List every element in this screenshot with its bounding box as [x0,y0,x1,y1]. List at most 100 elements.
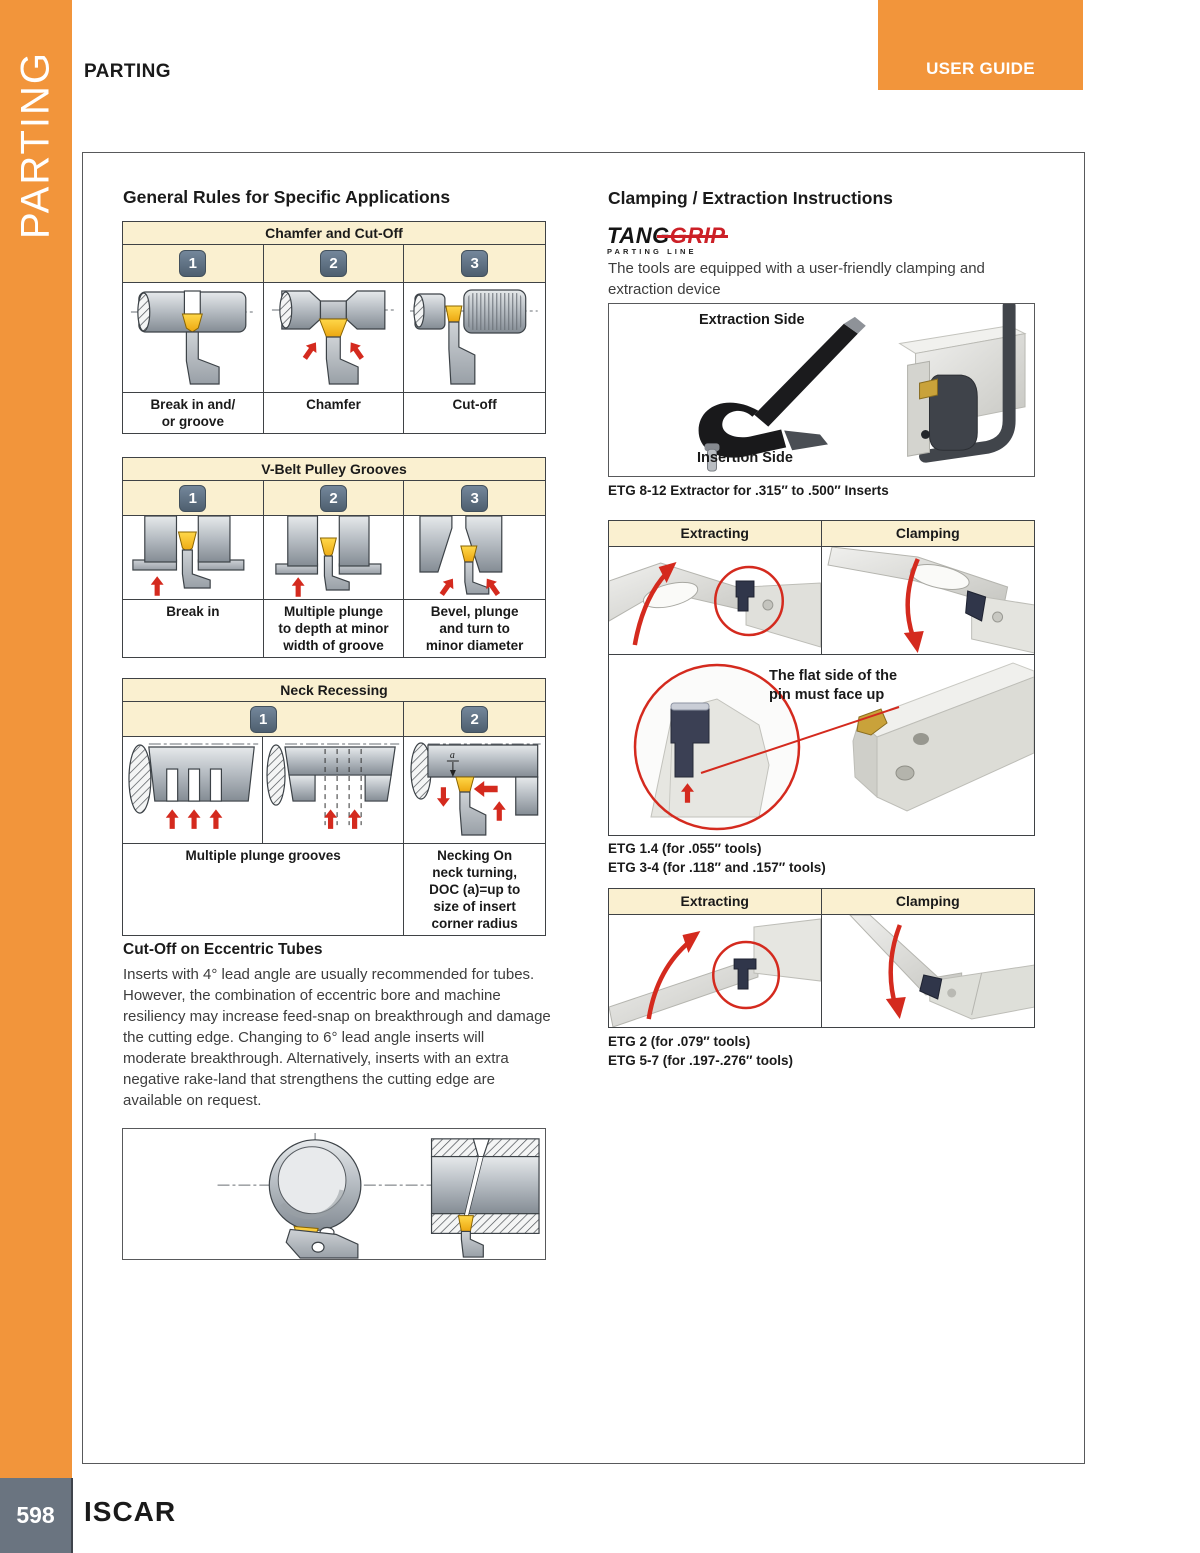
break-in-groove-illustration [130,290,255,385]
clamping-photo-small [826,547,1034,654]
clamping-intro: The tools are equipped with a user-frien… [608,260,985,298]
necking-illustration: a [410,742,542,836]
flat-pin-photo [633,662,1034,831]
extracting-photo [609,915,822,1027]
extracting-photo-small2 [609,918,821,1027]
caption: Multiple plunge to depth at minor width … [278,604,389,653]
table-column: 2 Multiple plunge to depth at minor widt… [263,481,405,657]
etg-caption: ETG 3-4 (for .118″ and .157″ tools) [608,860,826,875]
step-number-cell: 2 [263,245,404,283]
cut-off-illustration [410,289,539,385]
caption: Chamfer [306,397,361,412]
etg2-57-table: Extracting Clamping [608,888,1035,1028]
user-guide-badge: USER GUIDE [878,0,1083,90]
step-number-cell: 1 [123,702,404,737]
content-frame [82,152,1085,1464]
tang-grip-wordmark: TANGGRIP [607,223,726,248]
extracting-photo [609,547,822,654]
step-number-badge: 1 [249,705,277,733]
table-head: Extracting Clamping [609,889,1034,915]
etg14-34-table: Extracting Clamping [608,520,1035,836]
caption: Break in [166,604,220,619]
table-chamfer-cutoff: Chamfer and Cut-Off 1 Break in and/ or g… [122,221,546,434]
page-title: PARTING [84,61,171,82]
caption: Bevel, plunge and turn to minor diameter [425,604,524,653]
eccentric-tube-figure [122,1128,546,1260]
step-number-cell: 2 [404,702,545,737]
eccentric-tubes-body: Inserts with 4° lead angle are usually r… [123,966,551,1109]
logo-tang: TANG [607,223,670,248]
brand-logo: ISCAR [84,1496,177,1527]
plunge-grooves-illustration [128,743,259,829]
table-column: 3 Cut-off [404,245,545,433]
logo-grip: GRIP [669,223,726,248]
etg-caption: ETG 2 (for .079″ tools) [608,1034,751,1049]
etg-caption: ETG 1.4 (for .055″ tools) [608,841,762,856]
step-number-badge: 1 [179,250,207,277]
illustration-cell [404,283,545,393]
extracting-header: Extracting [609,521,822,546]
table-neck-recessing: Neck Recessing 1 [122,678,546,936]
caption: Cut-off [452,397,497,412]
caption: Break in and/ or groove [150,397,236,429]
illustration-cell: a [404,737,545,844]
illustration-cell [263,737,403,843]
insertion-side-label: Insertion Side [697,450,793,466]
table-column: 1 [123,702,405,935]
extractor-photo-box: Extraction Side Insertion Side [608,303,1035,477]
doc-dimension-label: a [450,750,455,761]
table-column: 1 Break in and/ or groove [123,245,264,433]
step-number-badge: 3 [461,484,489,512]
table-column: 2 Chamfer [263,245,405,433]
chamfer-illustration [271,290,396,385]
table-title: Chamfer and Cut-Off [123,222,545,245]
flat-pin-note: The flat side of the pin must face up [769,668,898,703]
clamping-header: Clamping [895,525,960,541]
step-number-cell: 1 [123,245,263,283]
page-number-box: 598 [0,1478,73,1553]
right-column-title: Clamping / Extraction Instructions [608,188,893,208]
step-number-badge: 2 [461,705,489,733]
extracting-photo-small [609,562,821,648]
caption: Multiple plunge grooves [185,848,341,863]
illustration-cell [123,283,263,393]
vbelt-plunge-illustration [274,516,382,597]
illustration-cell [123,737,264,844]
step-number-badge: 1 [179,484,207,512]
extracting-header: Extracting [609,889,822,914]
sidebar-section-label: PARTING [13,50,58,240]
clamping-photo [822,547,1034,654]
step-number-cell: 3 [404,245,545,283]
vbelt-bevel-illustration [419,516,504,599]
clamping-photo [822,915,1034,1027]
eccentric-tube-illustration [217,1132,540,1259]
step-number-cell: 1 [123,481,263,516]
illustration-cell [263,283,404,393]
table-head: Extracting Clamping [609,521,1034,547]
extraction-side-label: Extraction Side [699,312,805,328]
vbelt-break-in-illustration [132,516,245,596]
table-title: Neck Recessing [123,679,545,702]
table-title: V-Belt Pulley Grooves [123,458,545,481]
table-column: 2 a [404,702,545,935]
step-number-badge: 2 [319,250,347,277]
etg-caption: ETG 5-7 (for .197-.276″ tools) [608,1053,794,1068]
logo-subtitle: PARTING LINE [607,247,697,256]
eccentric-tubes-title: Cut-Off on Eccentric Tubes [123,941,323,958]
step-number-cell: 2 [263,481,404,516]
table-column: 1 Break in [123,481,264,657]
step-number-cell: 3 [404,481,545,516]
step-number-badge: 3 [461,250,489,277]
illustration-cell [404,516,545,600]
plunge-lines-illustration [266,743,400,829]
clamping-header: Clamping [895,893,960,909]
tang-grip-logo: TANGGRIP PARTING LINE [607,223,726,257]
table-vbelt: V-Belt Pulley Grooves 1 Break in [122,457,546,658]
illustration-pair [123,737,404,844]
page-number: 598 [16,1502,55,1528]
flat-pin-panel: The flat side of the pin must face up [609,654,1034,835]
side-tab-bar: PARTING [0,0,72,1478]
table-column: 3 Bevel, plunge and turn to minor diamet… [404,481,545,657]
extractor-caption: ETG 8-12 Extractor for .315″ to .500″ In… [608,483,889,498]
